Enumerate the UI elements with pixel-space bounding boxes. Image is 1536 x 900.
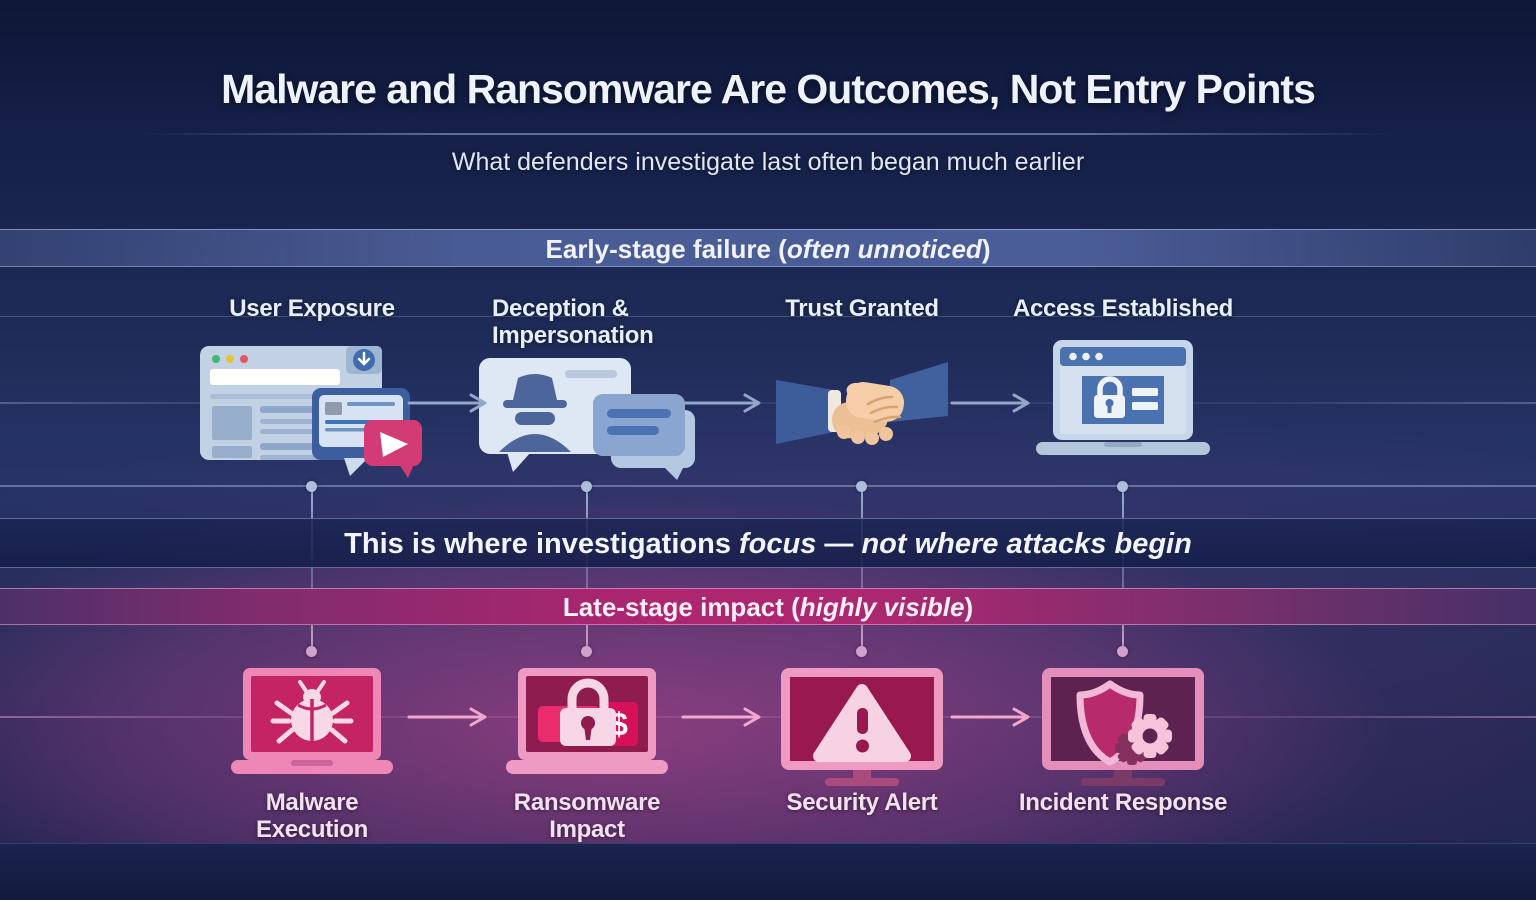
- page-title: Malware and Ransomware Are Outcomes, Not…: [221, 66, 1316, 112]
- arrow-right-icon: [681, 706, 767, 733]
- footer-strip: [0, 843, 1536, 900]
- connector-dot: [581, 646, 592, 657]
- stage-malware-execution: Malware Execution: [187, 668, 437, 848]
- top-row-hairline: [0, 402, 1536, 404]
- monitor-shield-gear-icon: [1028, 668, 1218, 791]
- stage-trust-granted: Trust Granted: [737, 295, 987, 476]
- arrow-right-icon: [407, 392, 493, 419]
- connector-line: [311, 486, 313, 652]
- stage-access-established: Access Established: [998, 295, 1248, 476]
- page-subtitle: What defenders investigate last often be…: [451, 148, 1085, 176]
- stage-deception-impersonation: Deception & Impersonation: [462, 295, 712, 480]
- connector-dot: [1117, 481, 1128, 492]
- stage-user-exposure: User Exposure: [187, 295, 437, 478]
- early-stage-banner: Early-stage failure (often unnoticed): [0, 229, 1536, 267]
- stage-label: Malware Execution: [256, 789, 368, 843]
- bottom-row-hairline: [0, 716, 1536, 718]
- connector-line: [1122, 486, 1124, 652]
- laptop-bug-icon: [227, 668, 397, 783]
- mid-hairline: [0, 485, 1536, 487]
- investigation-focus-band: This is where investigations focus — not…: [0, 518, 1536, 568]
- stage-label: Deception & Impersonation: [492, 295, 654, 349]
- focus-band-text: This is where investigations: [344, 528, 739, 560]
- connector-dot: [581, 481, 592, 492]
- label-hairline: [0, 316, 1536, 317]
- stage-label: Security Alert: [786, 789, 938, 816]
- monitor-warning-icon: [767, 668, 957, 791]
- connector-line: [861, 486, 863, 652]
- handshake-icon: [776, 346, 948, 463]
- title-divider: [140, 133, 1396, 135]
- browser-popup-icon: [196, 340, 428, 483]
- arrow-right-icon: [407, 706, 493, 733]
- spy-chat-icon: [477, 354, 697, 485]
- late-stage-banner: Late-stage impact (highly visible): [0, 588, 1536, 625]
- connector-dot: [306, 481, 317, 492]
- stage-label: Access Established: [1012, 295, 1234, 322]
- stage-label: Ransomware Impact: [513, 789, 661, 843]
- stage-incident-response: Incident Response: [998, 668, 1248, 848]
- connector-dot: [306, 646, 317, 657]
- stage-security-alert: Security Alert: [737, 668, 987, 848]
- laptop-login-icon: [1028, 340, 1218, 465]
- stage-label: Incident Response: [1018, 789, 1228, 816]
- arrow-right-icon: [950, 392, 1036, 419]
- early-banner-text: Early-stage failure (: [545, 234, 787, 264]
- early-banner-italic: often unnoticed: [786, 234, 982, 264]
- stage-label: Trust Granted: [785, 295, 939, 322]
- stage-label: User Exposure: [229, 295, 395, 322]
- arrow-right-icon: [681, 392, 767, 419]
- connector-line: [586, 486, 588, 652]
- arrow-right-icon: [950, 706, 1036, 733]
- connector-dot: [856, 481, 867, 492]
- laptop-ransom-lock-icon: $: [502, 668, 672, 783]
- late-banner-text: Late-stage impact (: [562, 592, 800, 622]
- connector-dot: [856, 646, 867, 657]
- stage-ransomware-impact: $ Ransomware Impact: [462, 668, 712, 848]
- connector-dot: [1117, 646, 1128, 657]
